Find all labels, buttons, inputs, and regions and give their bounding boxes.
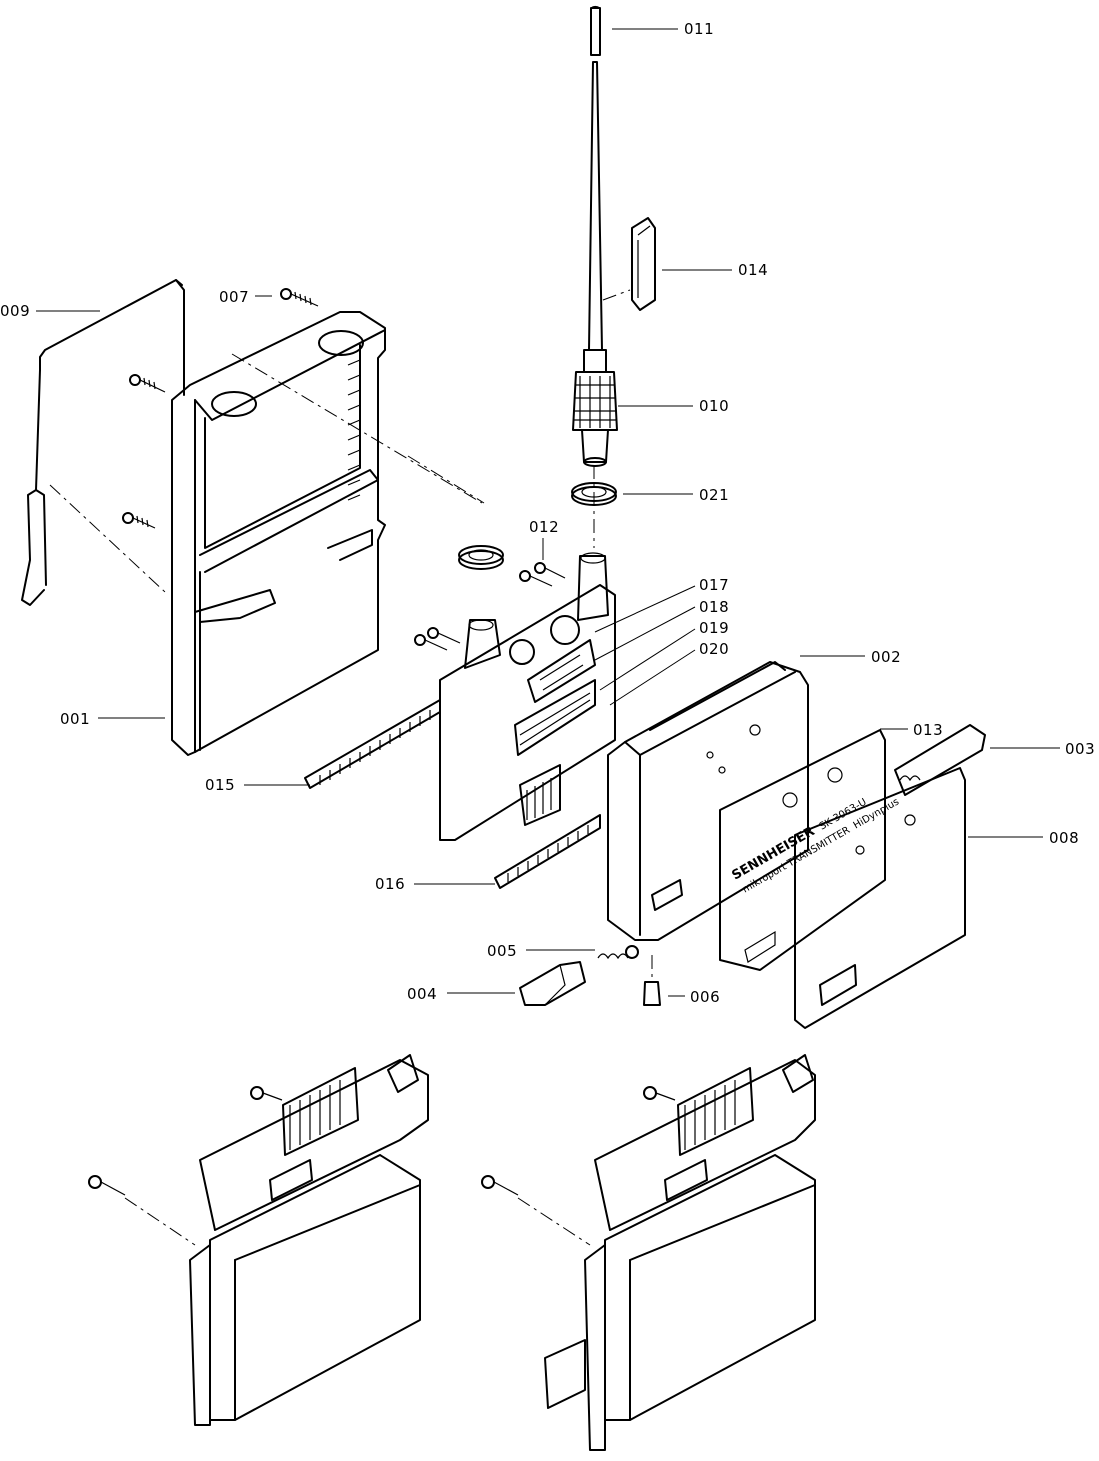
part-001-frame: [171, 311, 485, 756]
part-002-housing: [607, 661, 809, 941]
label-017: 017: [699, 576, 729, 594]
label-018: 018: [699, 598, 729, 616]
part-006-knob: [643, 955, 661, 1006]
part-labels: 011 014 009 007 010 021 012 017 018 019 …: [0, 20, 1095, 1006]
label-019: 019: [699, 619, 729, 637]
part-012-screws: [414, 562, 566, 651]
label-010: 010: [699, 397, 729, 415]
part-010-antenna: [572, 61, 618, 467]
label-016: 016: [375, 875, 405, 893]
label-020: 020: [699, 640, 729, 658]
label-015: 015: [205, 776, 235, 794]
label-013: 013: [913, 721, 943, 739]
label-021: 021: [699, 486, 729, 504]
assembly-battery-pack-left: [88, 1054, 429, 1426]
label-001: 001: [60, 710, 90, 728]
part-016-flex-strip: [494, 814, 601, 889]
label-002: 002: [871, 648, 901, 666]
part-014-clip: [602, 217, 656, 311]
part-pcb-board: [439, 552, 616, 841]
label-012: 012: [529, 518, 559, 536]
label-004: 004: [407, 985, 437, 1003]
label-006: 006: [690, 988, 720, 1006]
label-008: 008: [1049, 829, 1079, 847]
label-014: 014: [738, 261, 768, 279]
part-021-nut: [571, 465, 617, 548]
label-011: 011: [684, 20, 714, 38]
part-015-flex-strip: [304, 699, 441, 789]
label-003: 003: [1065, 740, 1095, 758]
assembly-battery-pack-right: [481, 1054, 816, 1451]
part-007-screws: [122, 288, 319, 529]
part-011-antenna-tip: [590, 5, 601, 56]
part-008-battery-door: [794, 767, 966, 1029]
label-005: 005: [487, 942, 517, 960]
part-nut-left: [458, 545, 504, 570]
label-009: 009: [0, 302, 30, 320]
part-009-belt-clip: [21, 279, 185, 606]
part-005-spring: [597, 945, 639, 960]
leader-lines: [36, 28, 1060, 997]
part-004-latch: [519, 961, 586, 1006]
part-013-label-panel: SENNHEISER SK 3063-U mikroport TRANSMITT…: [719, 729, 901, 971]
label-007: 007: [219, 288, 249, 306]
